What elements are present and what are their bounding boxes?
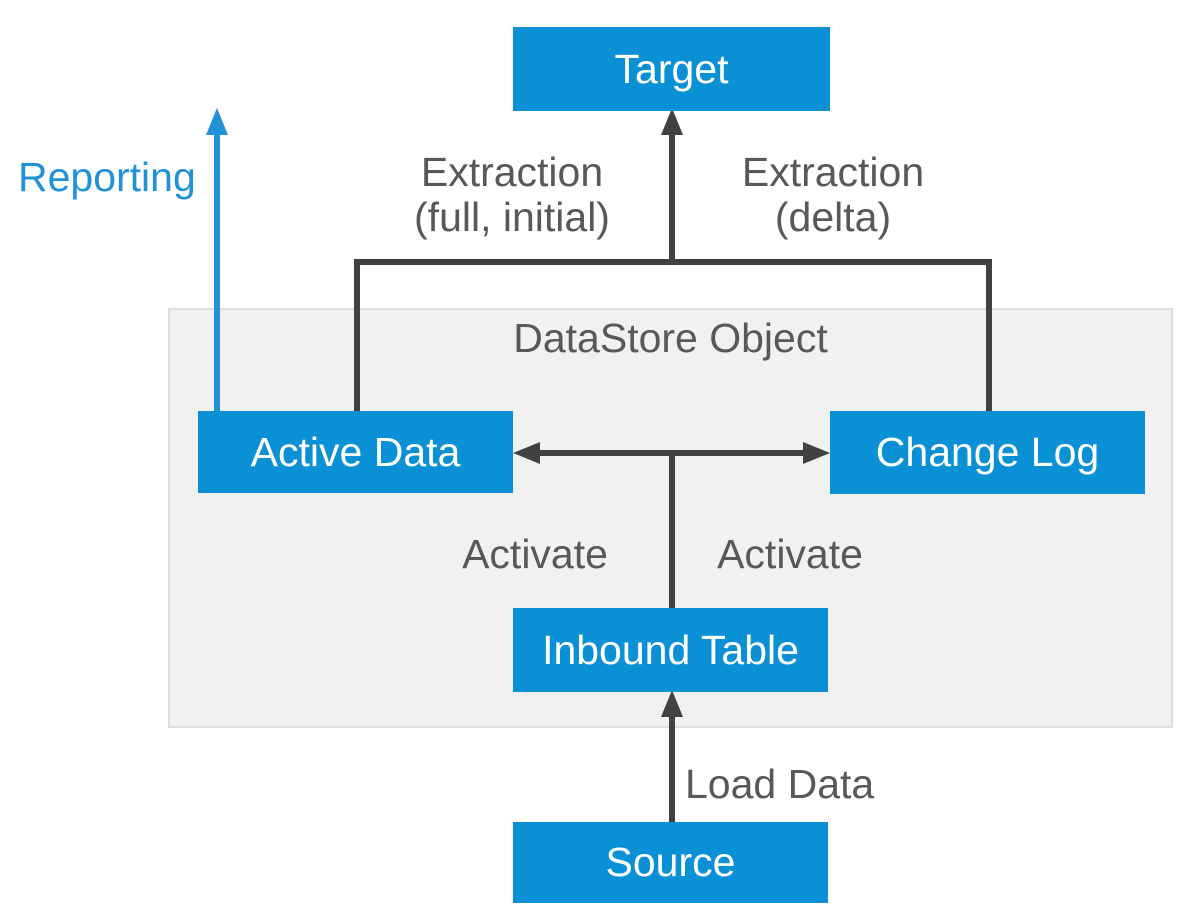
change-log-node-label: Change Log	[875, 429, 1100, 475]
extraction-delta-line2: (delta)	[774, 194, 892, 240]
extraction-full-initial-label: Extraction (full, initial)	[352, 150, 672, 240]
inbound-to-activate-connector	[669, 453, 675, 608]
extraction-horizontal-line	[354, 259, 992, 265]
extraction-full-line2: (full, initial)	[414, 194, 610, 240]
datastore-object-label: DataStore Object	[513, 315, 828, 361]
inbound-table-node-label: Inbound Table	[542, 626, 799, 673]
extraction-delta-connector	[986, 262, 992, 411]
target-node-label: Target	[614, 45, 729, 92]
arrowhead-up-inbound-icon	[661, 690, 683, 717]
extraction-full-connector	[354, 262, 360, 411]
inbound-table-node: Inbound Table	[513, 608, 828, 692]
reporting-label: Reporting	[18, 154, 196, 200]
reporting-arrow-line	[214, 130, 220, 411]
load-data-arrow-line	[669, 712, 675, 822]
arrowhead-up-target-icon	[661, 108, 683, 135]
active-data-node-label: Active Data	[250, 428, 461, 475]
source-node: Source	[513, 822, 828, 903]
activate-label-right: Activate	[717, 531, 863, 577]
change-log-node: Change Log	[830, 411, 1145, 494]
arrowhead-left-active-data-icon	[513, 442, 540, 464]
activate-label-left: Activate	[462, 531, 608, 577]
extraction-delta-label: Extraction (delta)	[673, 150, 993, 240]
extraction-delta-line1: Extraction	[741, 149, 925, 195]
source-node-label: Source	[605, 839, 736, 885]
extraction-full-line1: Extraction	[420, 149, 604, 195]
target-node: Target	[513, 27, 830, 111]
load-data-label: Load Data	[685, 761, 875, 807]
arrowhead-up-reporting-icon	[206, 108, 228, 135]
arrowhead-right-change-log-icon	[803, 442, 830, 464]
target-arrow-line	[669, 130, 675, 262]
active-data-node: Active Data	[198, 411, 513, 493]
